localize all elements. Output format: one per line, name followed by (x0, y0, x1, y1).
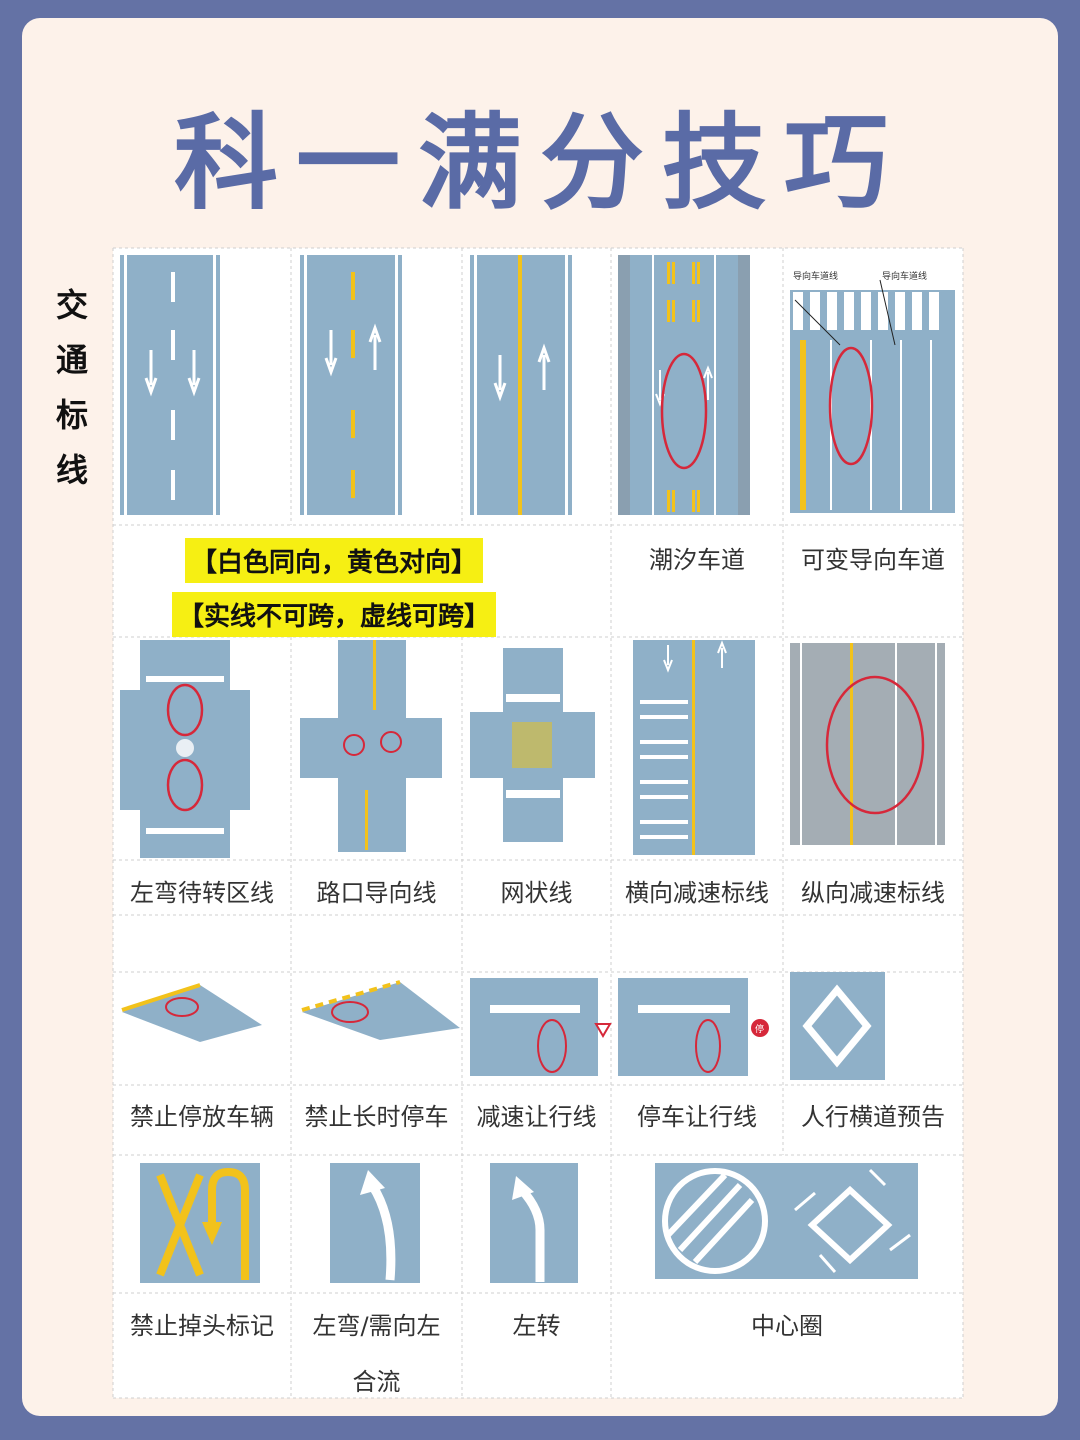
label-h-decel: 横向减速标线 (625, 879, 769, 907)
variable-lane-diagram: 导向车道线 导向车道线 (790, 260, 955, 513)
yellow-solid-road (470, 255, 572, 515)
label-slow-yield: 减速让行线 (476, 1103, 597, 1131)
label-variable: 可变导向车道 (801, 546, 945, 574)
vertical-decel-diagram (790, 643, 945, 845)
label-left-merge-2: 合流 (352, 1368, 401, 1396)
stop-sign-text: 停 (755, 1023, 764, 1035)
label-stop-yield: 停车让行线 (637, 1103, 757, 1131)
label-grid: 网状线 (500, 879, 573, 907)
yellow-dashed-road (300, 255, 402, 515)
lane-sign-right: 导向车道线 (882, 270, 927, 282)
label-no-uturn: 禁止掉头标记 (130, 1312, 274, 1340)
label-no-long: 禁止长时停车 (304, 1103, 449, 1131)
slow-yield-diagram (470, 978, 612, 1076)
side-char: 通 (55, 341, 88, 379)
side-char: 交 (55, 286, 88, 324)
left-turn-wait-diagram (120, 640, 250, 858)
label-left-merge: 左弯/需向左 (312, 1312, 441, 1340)
stop-yield-diagram: 停 (618, 978, 769, 1076)
crosswalk-ahead-diagram (790, 972, 885, 1080)
label-crosswalk: 人行横道预告 (801, 1103, 945, 1131)
white-dashed-road (120, 255, 220, 515)
lane-sign-left: 导向车道线 (793, 270, 838, 282)
label-guide: 路口导向线 (316, 879, 437, 907)
label-left-turn: 左转 (512, 1312, 561, 1340)
label-no-park: 禁止停放车辆 (130, 1103, 274, 1131)
left-turn-diagram (490, 1163, 578, 1283)
note-line-rule: 【实线不可跨，虚线可跨】 (172, 592, 497, 637)
no-long-parking-diagram (301, 980, 460, 1040)
intersection-guide-diagram (300, 640, 442, 852)
label-center: 中心圈 (751, 1312, 823, 1340)
no-uturn-diagram (140, 1163, 260, 1283)
side-label: 交 通 标 线 (52, 278, 92, 498)
center-circle-diagram (655, 1163, 918, 1279)
label-tidal: 潮汐车道 (649, 546, 745, 574)
horizontal-decel-diagram (633, 640, 755, 855)
tidal-lane-diagram (618, 255, 750, 515)
grid-line-diagram (470, 648, 595, 842)
left-merge-diagram (330, 1163, 420, 1283)
label-v-decel: 纵向减速标线 (801, 879, 945, 907)
no-parking-diagram (121, 983, 262, 1042)
side-char: 标 (55, 396, 88, 434)
label-left-wait: 左弯待转区线 (130, 879, 274, 907)
note-color-rule: 【白色同向，黄色对向】 (185, 538, 484, 583)
page-title: 科一满分技巧 (173, 102, 906, 224)
side-char: 线 (55, 451, 88, 489)
